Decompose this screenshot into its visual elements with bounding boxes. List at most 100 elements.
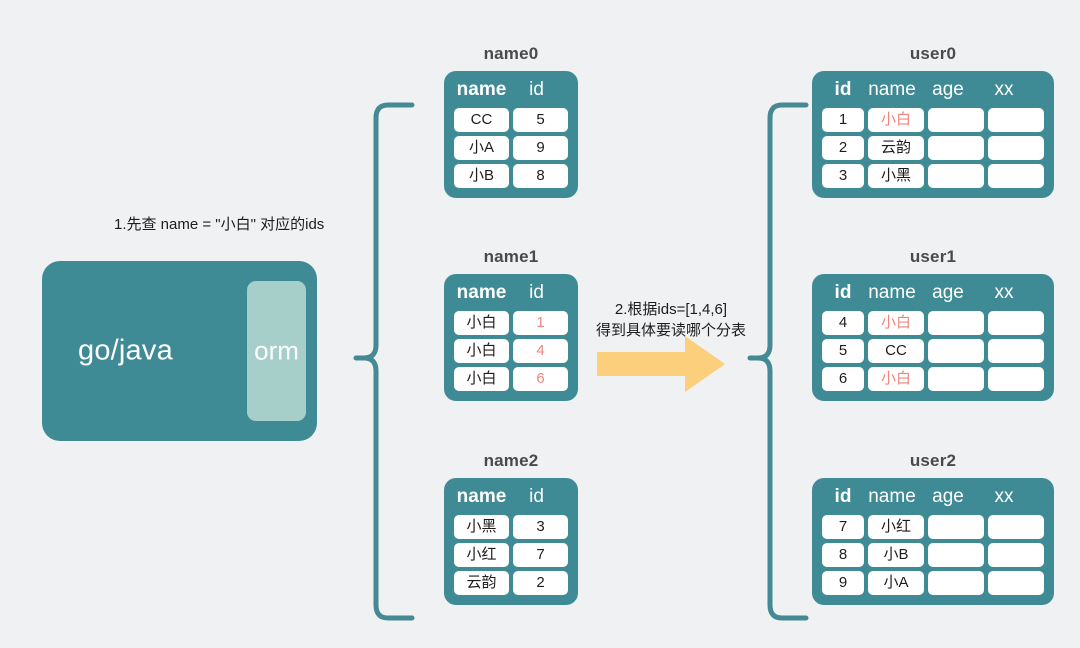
table-body: id name age xx 7 小红 8 小B 9 小A: [812, 478, 1054, 605]
orm-module-box: orm: [247, 281, 306, 421]
column-header-name: name: [456, 282, 507, 303]
table-row: 3 小黑: [822, 164, 1044, 188]
table-row: 7 小红: [822, 515, 1044, 539]
cell-name: 小B: [868, 543, 924, 567]
cell-name: 小白: [454, 367, 509, 391]
table-header-row: name id: [454, 77, 568, 104]
table-title: user2: [909, 451, 957, 470]
table-row: 6 小白: [822, 367, 1044, 391]
cell-id: 6: [513, 367, 568, 391]
cell-xx: [988, 367, 1044, 391]
cell-xx: [988, 136, 1044, 160]
column-header-xx: xx: [994, 79, 1014, 100]
table-user0: user0 id name age xx 1 小白 2 云韵 3: [812, 44, 1054, 198]
table-body: name id 小黑 3 小红 7 云韵 2: [444, 478, 578, 605]
cell-xx: [988, 164, 1044, 188]
cell-id: 7: [513, 543, 568, 567]
orm-module-label: orm: [254, 335, 299, 366]
table-title: user1: [909, 247, 957, 266]
step2-annotation: 2.根据ids=[1,4,6] 得到具体要读哪个分表: [578, 299, 764, 341]
table-row: 云韵 2: [454, 571, 568, 595]
column-header-name: name: [868, 486, 916, 507]
cell-age: [928, 136, 984, 160]
column-header-id: id: [834, 282, 852, 303]
table-row: 小B 8: [454, 164, 568, 188]
cell-id: 5: [513, 108, 568, 132]
table-body: name id 小白 1 小白 4 小白 6: [444, 274, 578, 401]
column-header-name: name: [456, 79, 507, 100]
cell-id: 3: [513, 515, 568, 539]
cell-name: 小白: [868, 367, 924, 391]
column-header-age: age: [932, 486, 964, 507]
cell-xx: [988, 571, 1044, 595]
column-header-age: age: [932, 79, 964, 100]
cell-name: 云韵: [454, 571, 509, 595]
column-header-xx: xx: [994, 486, 1014, 507]
cell-id: 9: [513, 136, 568, 160]
column-header-id: id: [529, 79, 544, 100]
cell-name: 小A: [868, 571, 924, 595]
application-box: go/java orm: [42, 261, 317, 441]
cell-name: 小白: [868, 108, 924, 132]
cell-name: 小红: [454, 543, 509, 567]
cell-name: CC: [868, 339, 924, 363]
table-user1: user1 id name age xx 4 小白 5 CC 6: [812, 247, 1054, 401]
cell-id: 2: [822, 136, 864, 160]
cell-xx: [988, 339, 1044, 363]
table-body: name id CC 5 小A 9 小B 8: [444, 71, 578, 198]
table-body: id name age xx 1 小白 2 云韵 3 小黑: [812, 71, 1054, 198]
column-header-id: id: [529, 486, 544, 507]
table-row: 小白 6: [454, 367, 568, 391]
table-header-row: id name age xx: [822, 77, 1044, 104]
table-row: 4 小白: [822, 311, 1044, 335]
cell-id: 6: [822, 367, 864, 391]
table-row: 9 小A: [822, 571, 1044, 595]
table-header-row: name id: [454, 280, 568, 307]
cell-age: [928, 515, 984, 539]
cell-age: [928, 543, 984, 567]
cell-name: 小黑: [868, 164, 924, 188]
step2-line1: 2.根据ids=[1,4,6]: [614, 301, 728, 318]
cell-id: 5: [822, 339, 864, 363]
cell-id: 9: [822, 571, 864, 595]
cell-name: 云韵: [868, 136, 924, 160]
cell-age: [928, 108, 984, 132]
table-row: 5 CC: [822, 339, 1044, 363]
cell-age: [928, 571, 984, 595]
step2-line2: 得到具体要读哪个分表: [595, 322, 746, 339]
cell-name: 小A: [454, 136, 509, 160]
cell-id: 7: [822, 515, 864, 539]
column-header-id: id: [834, 486, 852, 507]
column-header-name: name: [868, 282, 916, 303]
cell-name: 小B: [454, 164, 509, 188]
cell-name: 小白: [454, 339, 509, 363]
application-label: go/java: [78, 334, 173, 367]
table-body: id name age xx 4 小白 5 CC 6 小白: [812, 274, 1054, 401]
cell-id: 3: [822, 164, 864, 188]
cell-age: [928, 311, 984, 335]
cell-id: 8: [513, 164, 568, 188]
table-name0: name0 name id CC 5 小A 9 小B 8: [444, 44, 578, 198]
table-row: 小A 9: [454, 136, 568, 160]
cell-xx: [988, 108, 1044, 132]
table-row: 小白 4: [454, 339, 568, 363]
table-title: user0: [909, 44, 957, 63]
cell-xx: [988, 515, 1044, 539]
flow-arrow-icon: [597, 336, 725, 392]
table-title: name1: [483, 247, 539, 266]
cell-id: 1: [822, 108, 864, 132]
cell-name: 小白: [454, 311, 509, 335]
cell-xx: [988, 543, 1044, 567]
table-title: name2: [483, 451, 539, 470]
table-row: 1 小白: [822, 108, 1044, 132]
cell-name: 小黑: [454, 515, 509, 539]
table-name1: name1 name id 小白 1 小白 4 小白 6: [444, 247, 578, 401]
table-row: 小白 1: [454, 311, 568, 335]
table-name2: name2 name id 小黑 3 小红 7 云韵 2: [444, 451, 578, 605]
column-header-name: name: [868, 79, 916, 100]
table-header-row: id name age xx: [822, 280, 1044, 307]
cell-id: 4: [513, 339, 568, 363]
column-header-id: id: [834, 79, 852, 100]
cell-id: 8: [822, 543, 864, 567]
